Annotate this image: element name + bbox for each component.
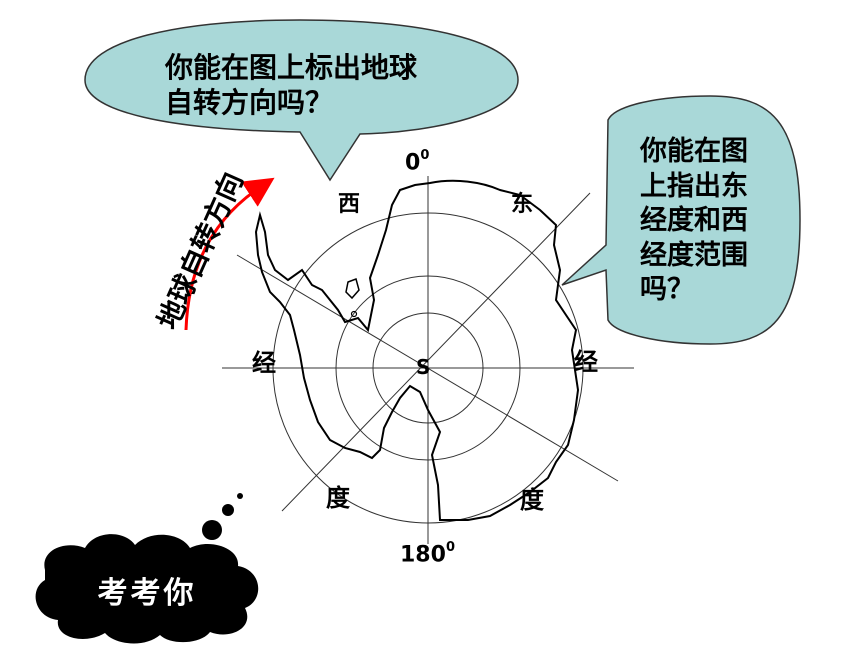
quiz-label: 考考你 [97,576,197,611]
label-east: 东 [511,192,534,217]
antarctica-outline [254,179,580,521]
label-180-degree: 1800 [400,540,455,568]
speech-bubble-rotation [84,19,519,182]
speech-bubble-longitude [561,95,801,345]
label-jing-left: 经 [252,349,276,377]
bubble-longitude-line-1: 你能在图 [640,136,748,167]
meridian-lines [222,176,634,544]
thought-dot-large [202,520,222,540]
rotation-arrow [184,177,275,331]
thought-dots [202,493,243,540]
label-0-sup: 0 [420,148,430,163]
label-jing-right: 经 [574,348,598,376]
meridian-diag-1 [236,254,619,482]
bubble-rotation-line-2: 自转方向吗？ [165,86,334,119]
island-dot [350,310,358,318]
label-180-value: 180 [400,542,446,568]
meridian-diag-2 [281,192,591,512]
island-small [345,278,360,300]
label-west: 西 [338,192,361,217]
bubble-longitude-line-3: 经度和西 [640,205,748,237]
label-du-right: 度 [520,486,544,514]
label-du-left: 度 [326,484,350,512]
label-0-value: 0 [405,150,421,176]
quiz-cloud [35,534,259,644]
bubble-rotation-line-1: 你能在图上标出地球 [165,51,418,84]
label-0-degree: 00 [405,148,430,176]
bubble-longitude-line-4: 经度范围 [640,239,748,271]
bubble-longitude-line-5: 吗？ [640,274,694,306]
bubble-longitude-line-2: 上指出东 [640,170,748,202]
label-180-sup: 0 [445,540,455,555]
thought-dot-medium [222,504,234,516]
label-south-pole: S [416,355,431,379]
bubble-rotation-text: 你能在图上标出地球 自转方向吗？ [165,50,495,120]
thought-dot-small [237,493,243,499]
bubble-longitude-text: 你能在图 上指出东 经度和西 经度范围 吗？ [640,135,790,308]
